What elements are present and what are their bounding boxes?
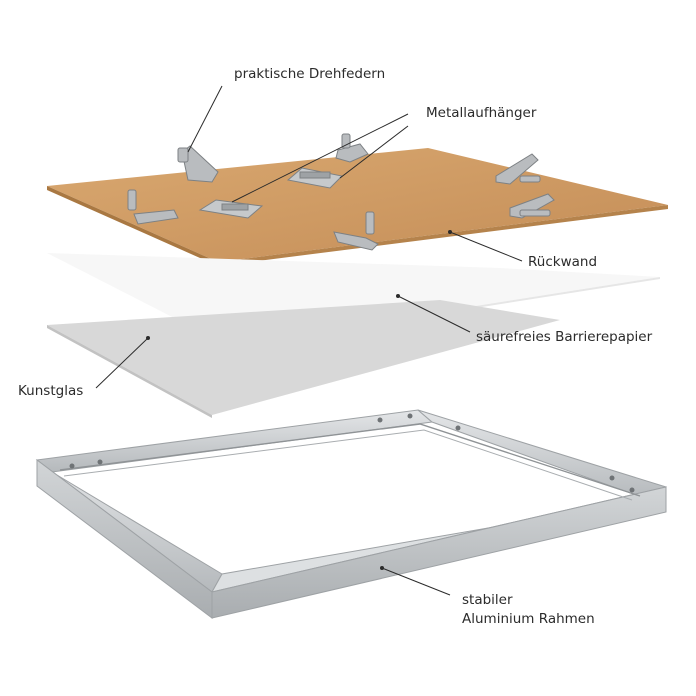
- label-hangers: Metallaufhänger: [426, 105, 537, 121]
- leader-acrylic: [95, 337, 149, 389]
- label-springs: praktische Drehfedern: [234, 66, 386, 82]
- acrylic-glass-sheet: [47, 300, 560, 418]
- label-frame: stabiler Aluminium Rahmen: [462, 591, 595, 629]
- turn-spring-icon: [177, 145, 219, 183]
- leader-paper: [397, 295, 471, 333]
- leader-dots: [146, 230, 452, 570]
- leader-lines: [95, 85, 523, 596]
- leader-frame: [381, 567, 451, 596]
- metal-hanger-icon: [198, 199, 264, 219]
- turn-spring-icon: [495, 153, 541, 185]
- leader-springs: [187, 85, 223, 153]
- turn-spring-icon: [333, 211, 379, 251]
- label-frame-line1: stabiler: [462, 592, 513, 608]
- label-frame-line2: Aluminium Rahmen: [462, 611, 595, 627]
- aluminium-frame: [35, 409, 668, 620]
- leader-hanger-1: [231, 113, 409, 203]
- label-acrylic: Kunstglas: [18, 383, 84, 399]
- leader-hanger-2: [339, 125, 409, 179]
- label-backboard: Rückwand: [528, 254, 598, 270]
- leader-backboard: [449, 231, 523, 262]
- backboard: [47, 148, 668, 266]
- turn-spring-icon: [509, 193, 555, 219]
- turn-spring-icon: [127, 189, 179, 225]
- label-barrier-paper: säurefreies Barrierepapier: [476, 329, 653, 345]
